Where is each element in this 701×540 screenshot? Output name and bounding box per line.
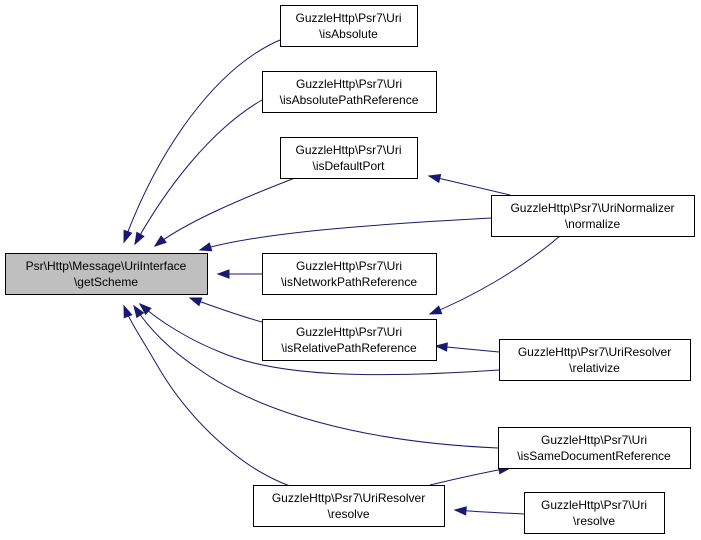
node-isRelativePathReference[interactable]: GuzzleHttp\Psr7\Uri \isRelativePathRefere… [262,319,437,361]
node-label-line1: GuzzleHttp\Psr7\Uri [296,325,402,339]
edge-arrowhead [216,269,230,279]
edge-arrowhead [453,506,467,516]
node-label-line1: GuzzleHttp\Psr7\Uri [296,259,402,273]
edge-isSameDocumentReference-to-root [133,304,499,449]
node-label-line1: GuzzleHttp\Psr7\Uri [296,77,402,91]
edge-line [139,303,500,376]
node-label-line2: \isDefaultPort [312,159,385,173]
node-uriResolve[interactable]: GuzzleHttp\Psr7\Uri \resolve [524,492,665,534]
edge-relativize-to-root [138,303,500,376]
edge-line [429,235,561,315]
node-box [262,253,437,295]
node-isDefaultPort[interactable]: GuzzleHttp\Psr7\Uri \isDefaultPort [280,137,418,179]
node-label-line2: \resolve [573,514,615,528]
edge-normalize-to-root [198,217,492,252]
edge-isNetworkPathReference-to-root [216,269,262,279]
node-label-line2: \getScheme [74,275,138,289]
node-box [498,427,691,469]
node-isSameDocumentReference[interactable]: GuzzleHttp\Psr7\Uri \isSameDocumentRefere… [498,427,691,469]
edge-arrowhead [123,304,133,319]
edge-isDefaultPort-to-root [153,175,301,247]
edge-uriResolve-to-resolverResolve [453,506,525,516]
edge-arrowhead [428,305,443,315]
edge-line [429,467,511,486]
graph-nodes: Psr\Http\Message\UriInterface\getSchemeG… [5,5,695,534]
node-isNetworkPathReference[interactable]: GuzzleHttp\Psr7\Uri \isNetworkPathReferen… [262,253,437,295]
edge-relativize-to-isRelativePathReference [434,342,500,353]
edge-resolverResolve-to-root [123,304,291,487]
node-root[interactable]: Psr\Http\Message\UriInterface \getScheme [5,253,208,295]
node-box [262,71,437,113]
node-box [253,485,445,527]
edge-arrowhead [198,242,213,252]
node-box [262,319,437,361]
edge-arrowhead [434,342,448,352]
edge-isAbsolutePathReference-to-root [134,99,263,246]
edge-line [133,305,499,449]
node-label-line1: Psr\Http\Message\UriInterface [26,259,187,273]
node-label-line2: \relativize [569,361,620,375]
edge-arrowhead [188,297,203,307]
node-label-line1: GuzzleHttp\Psr7\Uri [541,433,647,447]
node-box [499,339,691,381]
edge-arrowhead [134,231,145,246]
node-label-line1: GuzzleHttp\Psr7\Uri [295,11,401,25]
node-label-line2: \isAbsolute [319,27,378,41]
edge-arrowhead [427,173,442,184]
node-isAbsolute[interactable]: GuzzleHttp\Psr7\Uri \isAbsolute [280,5,418,47]
node-label-line2: \isSameDocumentReference [517,449,671,463]
node-normalize[interactable]: GuzzleHttp\Psr7\UriNormalizer \normalize [491,195,695,237]
node-box [524,492,665,534]
edge-arrowhead [133,304,145,319]
edge-isAbsolute-to-root [123,39,281,244]
graph-edges [123,39,561,516]
edge-normalize-to-isDefaultPort [427,173,511,196]
node-box [280,5,418,47]
edge-arrowhead [153,235,167,247]
node-label-line2: \resolve [327,507,369,521]
node-relativize[interactable]: GuzzleHttp\Psr7\UriResolver \relativize [499,339,691,381]
edge-line [123,305,291,487]
node-label-line2: \isRelativePathReference [281,341,417,355]
edge-line [199,217,492,251]
edge-normalize-to-isRelativePathReference [428,235,561,315]
node-isAbsolutePathReference[interactable]: GuzzleHttp\Psr7\Uri \isAbsolutePathRefere… [262,71,437,113]
edge-isRelativePathReference-to-root [188,297,263,323]
edge-arrowhead [123,229,133,244]
edge-line [134,99,263,245]
node-label-line1: GuzzleHttp\Psr7\UriNormalizer [510,201,674,215]
node-box [280,137,418,179]
node-resolverResolve[interactable]: GuzzleHttp\Psr7\UriResolver \resolve [253,485,445,527]
edge-arrowhead [138,303,152,316]
node-label-line1: GuzzleHttp\Psr7\Uri [541,498,647,512]
node-label-line2: \isAbsolutePathReference [280,93,419,107]
edge-line [428,175,511,196]
node-label-line1: GuzzleHttp\Psr7\UriResolver [518,345,671,359]
edge-line [123,39,281,243]
node-label-line2: \normalize [565,217,621,231]
edge-line [154,175,301,247]
node-label-line1: GuzzleHttp\Psr7\Uri [295,143,401,157]
node-label-line2: \isNetworkPathReference [281,275,417,289]
node-label-line1: GuzzleHttp\Psr7\UriResolver [272,491,425,505]
node-box [5,253,208,295]
node-box [491,195,695,237]
